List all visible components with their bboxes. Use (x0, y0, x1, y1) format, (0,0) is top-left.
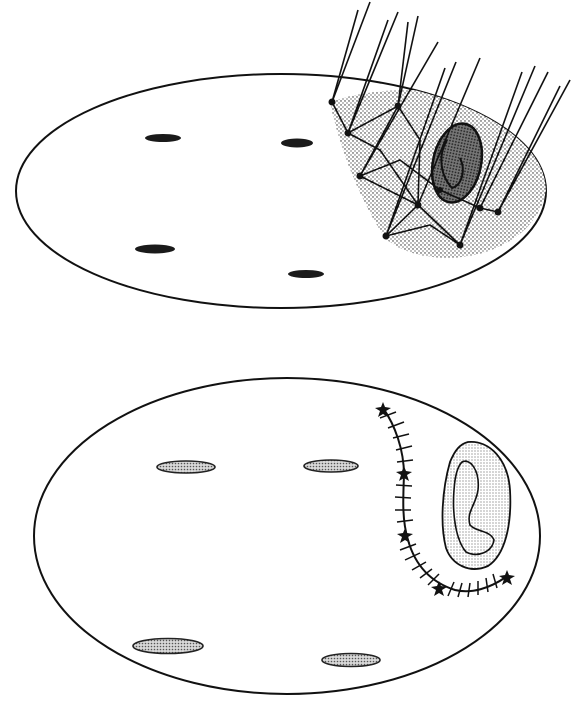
needle-tip (415, 202, 422, 209)
needle-tip (495, 209, 502, 216)
needle-tip (457, 242, 464, 249)
bottom-spot (322, 654, 380, 667)
top-spot (288, 270, 324, 278)
needle-tip (383, 233, 390, 240)
bottom-spot (157, 461, 215, 473)
top-spot (135, 245, 175, 254)
bottom-panel (34, 378, 540, 694)
needle-tip (395, 103, 402, 110)
needle-tip (437, 187, 443, 193)
top-spot (281, 139, 313, 148)
needle-tip (477, 205, 484, 212)
bottom-spot (304, 460, 358, 472)
needle-tip (329, 99, 336, 106)
needle-tip (345, 130, 352, 137)
top-spot (145, 134, 181, 142)
top-panel (16, 2, 570, 308)
needle-tip (357, 173, 364, 180)
bottom-spot (133, 639, 203, 654)
